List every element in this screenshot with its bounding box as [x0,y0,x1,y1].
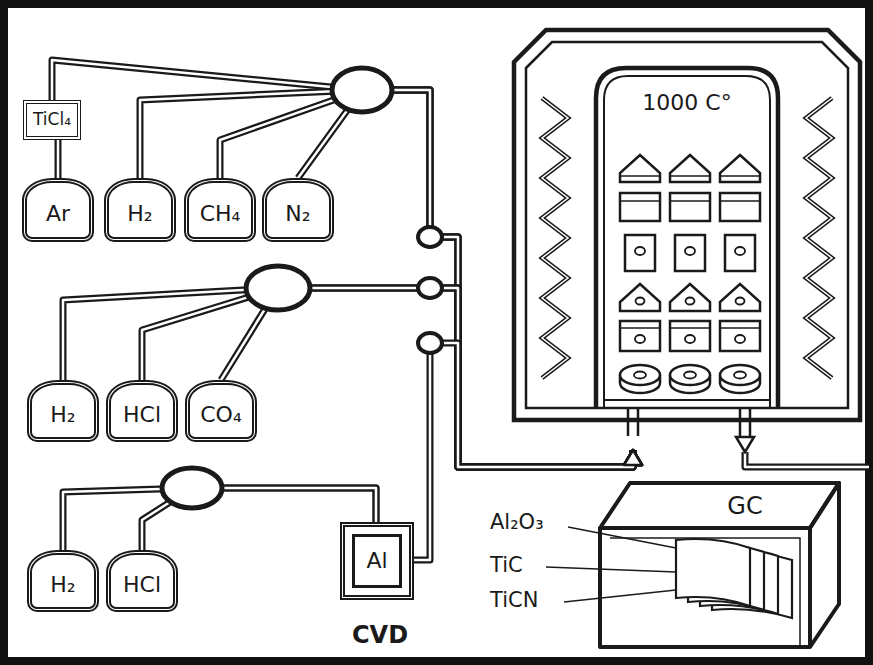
arrow-head [624,450,642,465]
arrow-head [624,450,642,465]
node-text: CH₄ [200,201,241,226]
gas-cylinder: CH₄ [184,178,256,242]
process-title: CVD [352,622,408,650]
pipe-wall [63,288,633,467]
cutting-insert [670,284,710,311]
arrow-head [624,450,642,465]
pipe-bore [142,288,633,467]
reagent-box: TiCl₄ [23,100,81,140]
cutting-insert [620,155,660,182]
cutting-insert [720,365,760,393]
cutting-insert [720,155,760,182]
leader-line [564,590,676,602]
mixing-manifold [332,68,392,112]
layer-label: TiCN [490,588,538,612]
pipe-bore [298,90,633,467]
gas-cylinder: H₂ [27,550,99,612]
node-text: H₂ [50,402,75,427]
mixing-manifold [162,468,222,508]
cutting-insert [670,155,710,182]
pipe-wall [298,90,633,467]
cutting-insert [720,321,760,351]
cutting-insert [620,193,660,221]
gas-pipe [298,90,642,467]
node-text: Al [366,548,387,573]
cutting-insert [675,235,705,271]
gas-cylinder: CO₄ [185,380,257,442]
gas-cylinder: H₂ [104,178,176,242]
layer-label: Al₂O₃ [490,510,544,534]
cutting-insert [725,235,755,271]
gas-pipe [58,140,59,178]
gas-chromatograph: GC [598,480,842,650]
pipe-wall [52,60,633,467]
gas-chromatograph-outline [598,480,842,650]
insert-rack [620,155,760,393]
gas-cylinder: HCl [106,550,178,612]
valve [418,227,442,247]
node-text: 1000 C° [642,90,731,115]
pipe-bore [140,90,633,467]
node-text: N₂ [285,201,310,226]
pipe-wall [55,140,62,178]
gas-cylinder: Ar [22,178,94,242]
cutting-insert [620,321,660,351]
coating-sheets [676,539,792,618]
node-text: CO₄ [200,402,242,427]
frame [4,4,869,661]
node-text: Ar [46,201,70,226]
valve [418,278,442,298]
outlet-arrow [736,437,754,452]
pipe-wall [142,288,633,467]
leader-line [546,567,676,572]
gas-cylinder: H₂ [27,380,99,442]
arrow-head [624,450,642,465]
cutting-insert [670,193,710,221]
pipe-bore [63,288,633,467]
gas-pipe [52,60,642,467]
gas-cylinder: HCl [106,380,178,442]
gas-pipe [63,288,642,467]
node-text: H₂ [127,201,152,226]
pipe-bore [52,60,633,467]
arrow-head [624,450,642,465]
aluminium-source: Al [340,522,414,600]
outlet-pipe [745,452,869,467]
gas-pipe [140,90,642,467]
cutting-insert [625,235,655,271]
node-text: HCl [123,402,161,427]
pipe-wall [140,90,633,467]
cutting-insert [720,284,760,311]
cutting-insert [620,365,660,393]
node-text: GC [727,493,762,521]
arrow-head [624,450,642,465]
pipe-bore [57,140,60,178]
furnace: 1000 C° [512,28,862,450]
valve [418,333,442,353]
mixing-manifold [336,72,388,108]
cutting-insert [670,321,710,351]
cutting-insert [670,365,710,393]
mixing-manifold [246,266,310,310]
layer-label: TiC [490,553,523,577]
node-text: H₂ [50,572,75,597]
outlet-pipe [745,452,869,467]
cutting-insert [720,193,760,221]
node-text: HCl [123,572,161,597]
cutting-insert [620,284,660,311]
arrow-head [624,450,642,465]
arrow-head [624,450,642,465]
gas-cylinder: N₂ [262,178,334,242]
node-text: TiCl₄ [33,110,71,130]
